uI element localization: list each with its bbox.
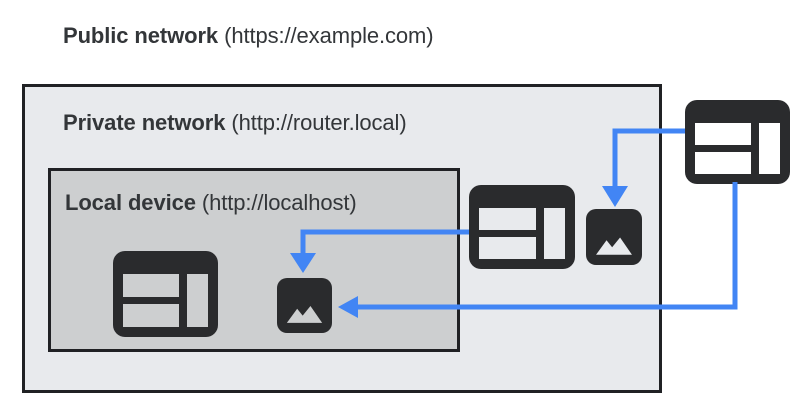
public-network-origin: (https://example.com)	[218, 23, 434, 48]
browser-side-pane	[187, 274, 208, 327]
local-device-name: Local device	[65, 190, 196, 215]
mountain-glyph	[286, 305, 323, 323]
browser-content-panes	[479, 208, 536, 259]
browser-pane	[695, 123, 752, 145]
browser-window-icon	[685, 100, 790, 184]
public-network-label: Public network (https://example.com)	[63, 23, 434, 49]
browser-window-icon	[113, 251, 218, 337]
mountain-glyph	[596, 237, 632, 255]
local-device-label: Local device (http://localhost)	[65, 190, 357, 216]
public-network-name: Public network	[63, 23, 219, 48]
local-device-origin: (http://localhost)	[195, 190, 357, 215]
browser-content-panes	[695, 123, 752, 174]
private-network-origin: (http://router.local)	[225, 110, 407, 135]
browser-side-pane	[543, 208, 565, 259]
browser-pane	[123, 274, 180, 297]
browser-pane	[479, 237, 536, 259]
browser-pane	[123, 304, 180, 327]
browser-content-panes	[123, 274, 180, 327]
image-resource-icon	[586, 209, 642, 265]
browser-pane	[695, 152, 752, 174]
browser-window-icon	[469, 185, 575, 269]
private-network-name: Private network	[63, 110, 226, 135]
browser-pane	[479, 208, 536, 230]
browser-side-pane	[759, 123, 780, 174]
image-resource-icon	[277, 278, 332, 333]
private-network-label: Private network (http://router.local)	[63, 110, 407, 136]
